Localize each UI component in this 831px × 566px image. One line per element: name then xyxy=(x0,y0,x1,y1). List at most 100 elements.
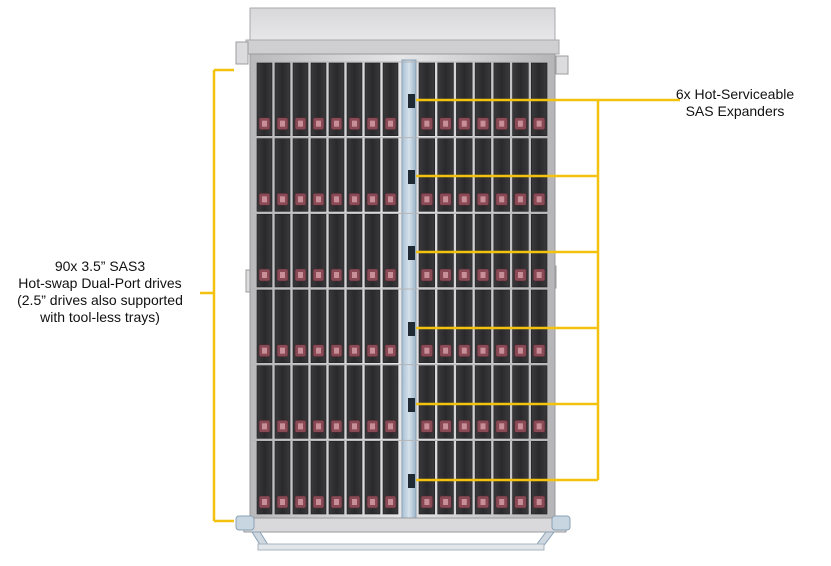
drive-tray xyxy=(310,214,327,288)
drive-tray xyxy=(310,138,327,212)
drives-callout-line-3: (2.5” drives also supported xyxy=(17,292,183,308)
chassis-handle-right xyxy=(551,515,571,531)
drive-tray xyxy=(456,441,473,515)
drive-tray xyxy=(346,214,363,288)
drive-grid xyxy=(252,61,553,515)
drive-tray xyxy=(530,289,548,363)
drive-tray xyxy=(382,214,399,288)
right-callout-lines xyxy=(416,98,680,482)
drive-tray xyxy=(274,289,291,363)
sas-expander-slot xyxy=(408,474,415,488)
drives-callout-line-4: with tool-less trays) xyxy=(40,309,160,325)
sas-expander-slot xyxy=(408,398,415,412)
drive-tray xyxy=(274,62,291,136)
drive-tray xyxy=(292,441,309,515)
left-bracket xyxy=(200,68,234,523)
drive-tray xyxy=(346,138,363,212)
drive-tray xyxy=(328,289,345,363)
drive-tray xyxy=(474,441,492,515)
drive-tray xyxy=(346,441,363,515)
drive-tray xyxy=(274,214,291,288)
drive-tray xyxy=(274,138,291,212)
drive-tray xyxy=(292,62,309,136)
drive-tray xyxy=(418,289,436,363)
drive-tray xyxy=(310,62,327,136)
drive-tray xyxy=(456,365,473,439)
drive-tray xyxy=(493,289,510,363)
drive-tray xyxy=(274,441,291,515)
expanders-callout-line-2: SAS Expanders xyxy=(685,103,785,119)
sas-expander-slot xyxy=(408,322,415,336)
drive-tray xyxy=(274,365,291,439)
drive-tray xyxy=(493,214,510,288)
drive-tray xyxy=(382,441,399,515)
chassis-handle-left xyxy=(235,515,255,531)
drive-tray xyxy=(256,289,273,363)
chassis-ear-top-left xyxy=(235,41,249,65)
chassis-ear-top-right xyxy=(555,55,569,75)
drive-tray xyxy=(328,441,345,515)
drives-callout-label: 90x 3.5” SAS3 Hot-swap Dual-Port drives … xyxy=(0,258,200,326)
drive-tray xyxy=(474,214,492,288)
drive-tray xyxy=(418,441,436,515)
drive-tray xyxy=(328,214,345,288)
drive-tray xyxy=(437,214,454,288)
drive-tray xyxy=(328,365,345,439)
drive-tray xyxy=(382,289,399,363)
drive-tray xyxy=(364,138,381,212)
drive-tray xyxy=(382,62,399,136)
drive-tray xyxy=(328,62,345,136)
expanders-callout-label: 6x Hot-Serviceable SAS Expanders xyxy=(640,86,830,120)
drive-tray xyxy=(292,365,309,439)
drive-tray xyxy=(364,441,381,515)
drive-tray xyxy=(256,62,273,136)
drive-tray xyxy=(493,441,510,515)
sas-expander-slot xyxy=(408,94,415,108)
drive-tray xyxy=(364,365,381,439)
drive-tray xyxy=(364,289,381,363)
drive-tray xyxy=(256,214,273,288)
drive-tray xyxy=(437,441,454,515)
drive-tray xyxy=(310,365,327,439)
drive-tray xyxy=(292,214,309,288)
drive-tray xyxy=(418,365,436,439)
drive-tray xyxy=(530,214,548,288)
expanders-callout-line-1: 6x Hot-Serviceable xyxy=(675,86,795,102)
drive-tray xyxy=(456,289,473,363)
sas-expander-slot xyxy=(408,170,415,184)
drive-tray xyxy=(310,289,327,363)
drive-tray xyxy=(382,138,399,212)
drive-tray xyxy=(364,214,381,288)
drive-tray xyxy=(530,365,548,439)
chassis-lid-edge xyxy=(245,39,560,55)
drive-tray xyxy=(437,289,454,363)
drive-tray xyxy=(346,289,363,363)
drive-tray xyxy=(364,62,381,136)
chassis-base xyxy=(243,517,567,533)
drive-tray xyxy=(256,138,273,212)
drive-tray xyxy=(512,365,529,439)
drives-callout-line-2: Hot-swap Dual-Port drives xyxy=(18,275,182,291)
drive-tray xyxy=(346,365,363,439)
drive-tray xyxy=(292,138,309,212)
drive-tray xyxy=(474,289,492,363)
drive-tray xyxy=(456,214,473,288)
drive-tray xyxy=(512,289,529,363)
drive-tray xyxy=(530,441,548,515)
chassis-foot xyxy=(257,543,545,551)
drive-tray xyxy=(382,365,399,439)
drive-tray xyxy=(493,365,510,439)
drive-tray xyxy=(418,214,436,288)
drive-tray xyxy=(512,441,529,515)
drive-tray xyxy=(474,365,492,439)
drives-callout-line-1: 90x 3.5” SAS3 xyxy=(54,258,146,274)
drive-tray xyxy=(292,289,309,363)
expander-slots xyxy=(408,94,415,488)
drive-tray xyxy=(256,441,273,515)
drive-tray xyxy=(328,138,345,212)
drive-tray xyxy=(310,441,327,515)
drive-tray xyxy=(512,214,529,288)
drive-tray xyxy=(346,62,363,136)
drive-tray xyxy=(437,365,454,439)
